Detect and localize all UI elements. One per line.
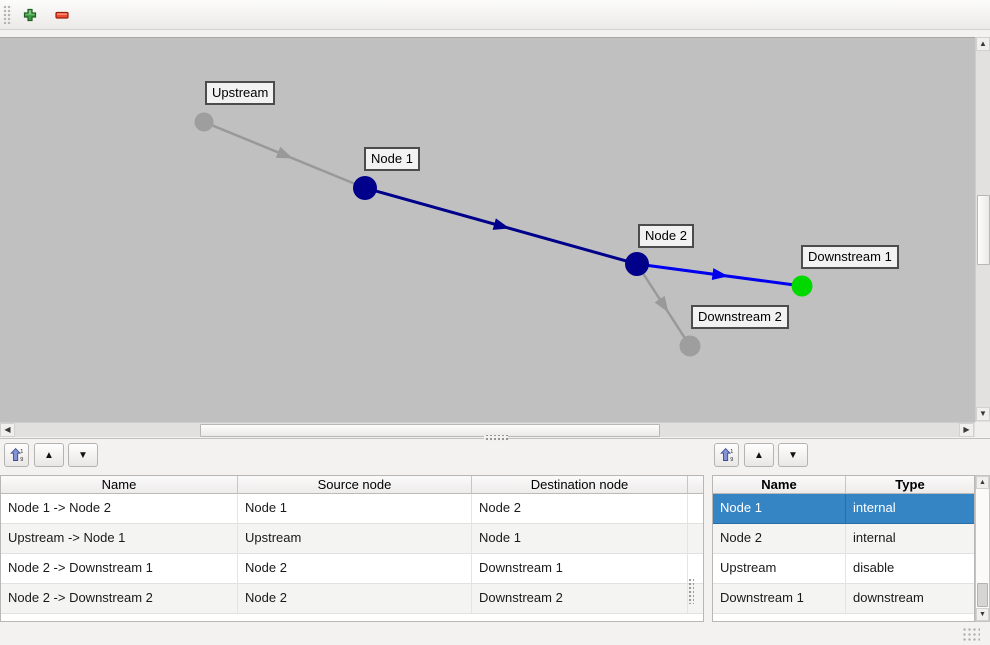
cell-node-type[interactable]: disable [846,554,974,584]
edge-arrowhead-icon [654,295,669,313]
triangle-down-icon: ▼ [788,449,798,461]
cell-edge-name[interactable]: Node 2 -> Downstream 2 [1,584,238,614]
toolbar-drag-handle[interactable] [3,5,12,25]
edge-arrowhead-icon [711,268,729,281]
plus-icon [23,8,37,22]
graph-node-downstream1[interactable] [791,275,813,297]
nodes-table: Name Type Node 1 internal Node 2 interna… [712,475,975,622]
cell-source-node[interactable]: Node 2 [238,554,472,584]
table-row-selected[interactable]: Node 1 internal [713,494,974,524]
graph-node-label-upstream[interactable]: Upstream [205,81,276,105]
column-header-name[interactable]: Name [713,476,846,494]
minus-icon [55,11,69,19]
remove-button[interactable] [52,6,72,24]
triangle-up-icon: ▲ [44,449,54,461]
graph-node-upstream[interactable] [194,112,214,132]
nodes-move-up-button[interactable]: ▲ [744,443,774,467]
cell-edge-name[interactable]: Upstream -> Node 1 [1,524,238,554]
triangle-up-icon: ▲ [979,479,986,486]
table-row[interactable]: Downstream 1 downstream [713,584,974,614]
triangle-right-icon: ▶ [963,425,970,434]
edge-arrowhead-icon [492,218,510,230]
column-header-type[interactable]: Type [846,476,974,494]
edges-table: Name Source node Destination node Node 1… [0,475,704,622]
triangle-down-icon: ▼ [78,449,88,461]
cell-filler [688,524,703,554]
graph-node-label-downstream2[interactable]: Downstream 2 [691,305,789,329]
triangle-up-icon: ▲ [979,39,987,48]
cell-node-name[interactable]: Node 2 [713,524,846,554]
triangle-down-icon: ▼ [979,611,986,618]
sort-ascending-icon: 1 9 [9,447,23,463]
window-resize-grip[interactable] [962,627,980,641]
main-toolbar [0,0,990,30]
scrollbar-thumb[interactable] [977,583,988,607]
triangle-up-icon: ▲ [754,449,764,461]
cell-filler [688,494,703,524]
cell-node-type[interactable]: internal [846,494,974,524]
svg-text:1: 1 [730,449,733,455]
table-row[interactable]: Node 2 -> Downstream 1 Node 2 Downstream… [1,554,703,584]
nodes-sort-button[interactable]: 1 9 [714,443,739,467]
svg-text:1: 1 [20,449,23,455]
cell-source-node[interactable]: Node 1 [238,494,472,524]
cell-node-name[interactable]: Downstream 1 [713,584,846,614]
scroll-down-button[interactable]: ▼ [976,407,990,421]
edges-sort-button[interactable]: 1 9 [4,443,29,467]
scroll-right-button[interactable]: ▶ [959,423,974,437]
nodes-table-scrollbar[interactable]: ▲ ▼ [975,475,990,622]
cell-node-name[interactable]: Upstream [713,554,846,584]
cell-destination-node[interactable]: Node 2 [472,494,688,524]
graph-node-label-node2[interactable]: Node 2 [638,224,694,248]
table-row[interactable]: Node 1 -> Node 2 Node 1 Node 2 [1,494,703,524]
column-header-name[interactable]: Name [1,476,238,494]
cell-destination-node[interactable]: Downstream 2 [472,584,688,614]
sort-ascending-icon: 1 9 [719,447,733,463]
table-row[interactable]: Node 2 internal [713,524,974,554]
cell-node-type[interactable]: downstream [846,584,974,614]
scroll-left-button[interactable]: ◀ [0,423,15,437]
graph-drawing [194,112,813,357]
cell-destination-node[interactable]: Downstream 1 [472,554,688,584]
graph-node-node2[interactable] [625,252,649,276]
canvas-horizontal-scrollbar[interactable]: ◀ ▶ [0,422,975,437]
vertical-scrollbar-thumb[interactable] [977,195,990,265]
nodes-move-down-button[interactable]: ▼ [778,443,808,467]
column-header-filler [688,476,703,494]
graph-node-label-downstream1[interactable]: Downstream 1 [801,245,899,269]
add-button[interactable] [20,6,40,24]
cell-edge-name[interactable]: Node 1 -> Node 2 [1,494,238,524]
canvas-vertical-scrollbar[interactable]: ▲ ▼ [975,37,990,422]
graph-node-downstream2[interactable] [679,335,701,357]
triangle-down-icon: ▼ [979,409,987,418]
table-row[interactable]: Upstream -> Node 1 Upstream Node 1 [1,524,703,554]
scroll-up-button[interactable]: ▲ [976,476,989,489]
graph-node-label-node1[interactable]: Node 1 [364,147,420,171]
cell-edge-name[interactable]: Node 2 -> Downstream 1 [1,554,238,584]
scroll-up-button[interactable]: ▲ [976,37,990,51]
edges-move-down-button[interactable]: ▼ [68,443,98,467]
edge-arrowhead-icon [275,146,293,159]
cell-filler [688,554,703,584]
tables-splitter-handle[interactable] [688,578,694,604]
graph-node-node1[interactable] [353,176,377,200]
scrollbar-corner [975,422,990,437]
cell-source-node[interactable]: Node 2 [238,584,472,614]
column-header-source-node[interactable]: Source node [238,476,472,494]
column-header-destination-node[interactable]: Destination node [472,476,688,494]
cell-destination-node[interactable]: Node 1 [472,524,688,554]
svg-text:9: 9 [730,457,733,463]
cell-source-node[interactable]: Upstream [238,524,472,554]
graph-canvas[interactable]: Upstream Node 1 Node 2 Downstream 1 Down… [0,37,975,422]
triangle-left-icon: ◀ [4,425,11,434]
cell-node-type[interactable]: internal [846,524,974,554]
svg-text:9: 9 [20,457,23,463]
edges-move-up-button[interactable]: ▲ [34,443,64,467]
panel-splitter-handle[interactable] [484,435,508,442]
horizontal-scrollbar-thumb[interactable] [200,424,660,437]
scroll-down-button[interactable]: ▼ [976,608,989,621]
table-row[interactable]: Upstream disable [713,554,974,584]
table-row[interactable]: Node 2 -> Downstream 2 Node 2 Downstream… [1,584,703,614]
cell-node-name[interactable]: Node 1 [713,494,846,524]
